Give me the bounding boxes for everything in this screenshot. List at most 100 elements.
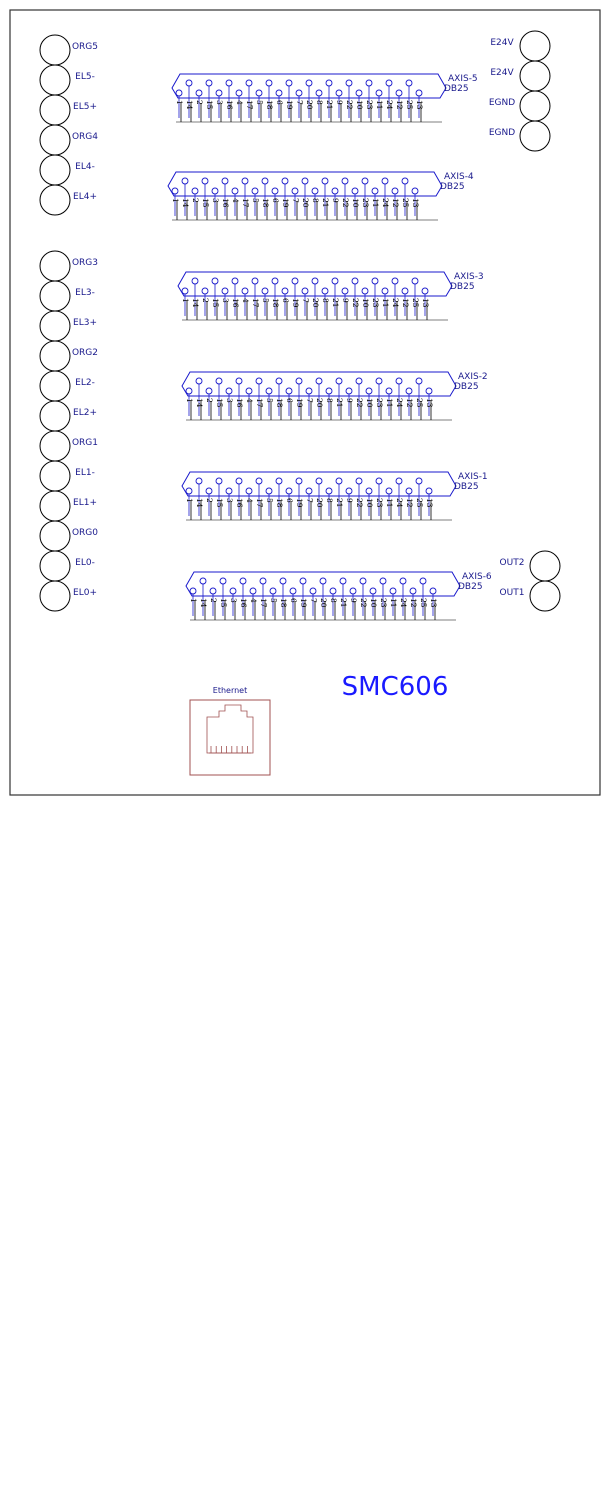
pin-contact bbox=[295, 477, 303, 485]
pin-number: 1 bbox=[181, 298, 190, 303]
pin-contact bbox=[195, 89, 203, 97]
pin-number: 20 bbox=[315, 498, 324, 508]
ethernet-label: Ethernet bbox=[213, 686, 247, 695]
pin-number: 25 bbox=[401, 198, 410, 208]
board-outline bbox=[9, 9, 601, 796]
pin-contact bbox=[245, 79, 253, 87]
pin-number: 16 bbox=[221, 198, 230, 208]
pin-contact bbox=[261, 287, 269, 295]
pin-contact bbox=[269, 587, 277, 595]
pin-contact bbox=[221, 287, 229, 295]
pin-contact bbox=[351, 277, 359, 285]
pin-number: 17 bbox=[255, 498, 264, 508]
pin-contact bbox=[279, 577, 287, 585]
connector-type: DB25 bbox=[454, 382, 479, 392]
pin-number: 14 bbox=[195, 398, 204, 408]
pin-number: 4 bbox=[235, 100, 244, 105]
terminal-screw bbox=[519, 30, 551, 62]
pin-number: 22 bbox=[355, 398, 364, 408]
terminal-screw bbox=[39, 184, 71, 216]
pin-number: 12 bbox=[405, 498, 414, 508]
pin-number: 16 bbox=[235, 498, 244, 508]
pin-number: 16 bbox=[235, 398, 244, 408]
db25-shell bbox=[177, 271, 453, 297]
pin-number: 15 bbox=[211, 298, 220, 308]
pin-number: 14 bbox=[199, 598, 208, 608]
pin-number: 5 bbox=[269, 598, 278, 603]
pin-number: 7 bbox=[309, 598, 318, 603]
pin-contact bbox=[381, 287, 389, 295]
pin-number: 2 bbox=[195, 100, 204, 105]
pin-contact bbox=[325, 487, 333, 495]
pin-number: 12 bbox=[395, 100, 404, 110]
rj45-contacts bbox=[209, 746, 251, 754]
terminal-screw bbox=[39, 124, 71, 156]
pin-number: 19 bbox=[285, 100, 294, 110]
terminal-label: EL1+ bbox=[73, 498, 97, 508]
terminal-screw bbox=[39, 550, 71, 582]
pin-contact bbox=[375, 377, 383, 385]
pin-contact bbox=[195, 377, 203, 385]
terminal-screw bbox=[39, 490, 71, 522]
pin-contact bbox=[195, 477, 203, 485]
pin-contact bbox=[365, 79, 373, 87]
connector-name: AXIS-4 bbox=[444, 172, 474, 182]
pin-number: 4 bbox=[241, 298, 250, 303]
terminal-screw bbox=[39, 250, 71, 282]
pin-contact bbox=[365, 487, 373, 495]
pin-number: 1 bbox=[171, 198, 180, 203]
pin-number: 14 bbox=[191, 298, 200, 308]
terminal-screw bbox=[519, 120, 551, 152]
terminal-screw bbox=[529, 550, 561, 582]
pin-contact bbox=[411, 187, 419, 195]
pin-contact bbox=[415, 89, 423, 97]
pin-contact bbox=[381, 177, 389, 185]
pin-contact bbox=[325, 79, 333, 87]
pin-contact bbox=[285, 79, 293, 87]
pin-contact bbox=[239, 577, 247, 585]
pin-contact bbox=[385, 487, 393, 495]
pin-number: 13 bbox=[425, 498, 434, 508]
pin-contact bbox=[221, 177, 229, 185]
pin-number: 5 bbox=[265, 398, 274, 403]
terminal-screw bbox=[39, 64, 71, 96]
connector-type: DB25 bbox=[450, 282, 475, 292]
pin-number: 11 bbox=[371, 198, 380, 208]
pin-contact bbox=[291, 277, 299, 285]
pin-number: 24 bbox=[399, 598, 408, 608]
pin-number: 5 bbox=[255, 100, 264, 105]
pin-contact bbox=[391, 277, 399, 285]
pin-contact bbox=[219, 577, 227, 585]
pin-number: 8 bbox=[321, 298, 330, 303]
pin-number: 21 bbox=[339, 598, 348, 608]
pin-number: 7 bbox=[301, 298, 310, 303]
connector-type: DB25 bbox=[454, 482, 479, 492]
pin-number: 16 bbox=[231, 298, 240, 308]
pin-number: 11 bbox=[389, 598, 398, 608]
pin-number: 20 bbox=[301, 198, 310, 208]
pin-number: 13 bbox=[421, 298, 430, 308]
pin-number: 6 bbox=[281, 298, 290, 303]
pin-contact bbox=[241, 177, 249, 185]
pin-contact bbox=[201, 177, 209, 185]
pin-number: 15 bbox=[215, 398, 224, 408]
pin-number: 25 bbox=[415, 498, 424, 508]
pin-contact bbox=[229, 587, 237, 595]
pin-number: 24 bbox=[381, 198, 390, 208]
terminal-screw bbox=[39, 340, 71, 372]
terminal-label: OUT1 bbox=[500, 588, 525, 598]
pin-contact bbox=[259, 577, 267, 585]
pin-number: 13 bbox=[425, 398, 434, 408]
pin-number: 9 bbox=[335, 100, 344, 105]
ethernet-jack bbox=[189, 699, 271, 776]
pin-number: 11 bbox=[381, 298, 390, 308]
pin-contact bbox=[325, 387, 333, 395]
pin-number: 19 bbox=[281, 198, 290, 208]
pin-number: 25 bbox=[419, 598, 428, 608]
pin-number: 20 bbox=[311, 298, 320, 308]
pin-number: 7 bbox=[305, 498, 314, 503]
pin-number: 22 bbox=[341, 198, 350, 208]
pin-number: 19 bbox=[299, 598, 308, 608]
